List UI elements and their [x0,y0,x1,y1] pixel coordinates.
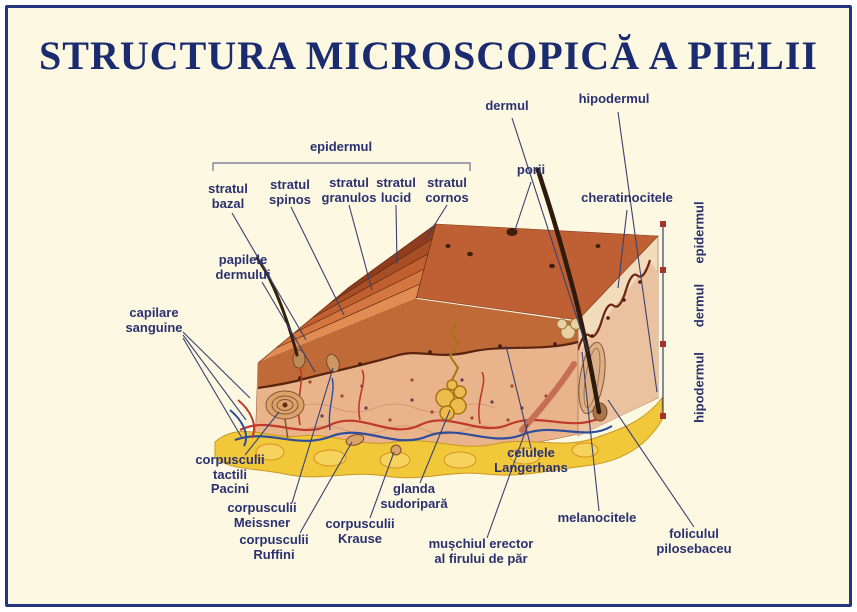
fat-lobules [255,442,599,469]
label-cheratinocitele: cheratinocitele [581,190,673,205]
leader-hipodermul [617,111,658,393]
epidermis-strata-steps [257,223,437,364]
label-glanda-sudoripara: glanda sudoripară [380,481,448,511]
label-papilele-dermului: papilele dermului [215,252,271,282]
basal-cell-dots [298,342,557,380]
meissner-corpuscle [326,353,340,373]
leader-stratul-lucid [395,204,398,265]
leader-capilare-1 [182,331,251,399]
label-stratul-granulos: stratul granulos [321,175,377,205]
scale-label-dermul: dermul [691,283,707,328]
leader-stratul-bazal [231,212,307,341]
leader-lines [182,111,695,539]
label-stratul-cornos: stratul cornos [425,175,469,205]
label-stratul-spinos: stratul spinos [269,177,311,207]
label-corpusculii-krause: corpusculii Krause [325,516,395,546]
label-capilare-sanguine: capilare sanguine [125,305,183,335]
scale-label-epidermul: epidermul [691,201,707,264]
depth-scale [660,221,666,419]
leader-langerhans [505,345,532,449]
label-stratul-lucid: stratul lucid [376,175,416,205]
leader-cheratinocitele [617,209,628,289]
leader-ruffini [299,441,353,534]
label-muschiul-erector: mușchiul erector al firului de păr [428,536,534,566]
leader-melanocitele [581,351,600,512]
leader-muschiul [486,423,529,539]
pacini-corpuscle [265,390,305,441]
leader-krause [369,451,395,519]
epidermul-bracket [212,162,471,171]
label-corpusculii-ruffini: corpusculii Ruffini [239,532,309,562]
hair-shaft [535,167,602,415]
label-corpusculii-tactili-pacini: corpusculii tactili Pacini [195,452,265,497]
label-corpusculii-meissner: corpusculii Meissner [227,500,297,530]
label-melanocitele: melanocitele [557,510,637,525]
erector-muscle [519,361,577,433]
leader-meissner [291,367,334,504]
label-celulele-langerhans: celulele Langerhans [494,445,568,475]
page-title: STRUCTURA MICROSCOPICĂ A PIELII [39,33,818,78]
leader-porii [514,181,532,231]
hair-follicle [535,167,608,422]
leader-stratul-spinos [290,206,345,316]
leader-papilele [261,281,316,373]
blood-vessels [229,367,613,447]
melanocyte-dots [590,280,642,338]
leader-capilare-3 [182,337,243,439]
leader-foliculul [607,399,695,528]
label-foliculul-pilosebaceu: foliculul pilosebaceu [656,526,732,556]
leader-stratul-granulos [348,204,373,291]
leader-capilare-2 [182,334,247,421]
sebaceous-gland [556,318,582,340]
leader-stratul-cornos [424,204,448,241]
leader-dermul [511,117,589,353]
ruffini-corpuscle [345,434,365,446]
label-hipodermul-top: hipodermul [578,91,650,106]
sweat-gland [435,321,467,421]
hypodermis-layer [214,396,663,479]
leader-pacini [244,411,280,456]
label-stratul-bazal: stratul bazal [208,181,248,211]
label-epidermul-group: epidermul [309,139,373,154]
pore-dots [445,228,601,269]
label-dermul: dermul [485,98,529,113]
krause-corpuscle [390,444,402,456]
leader-glanda [419,409,451,484]
label-porii: porii [516,162,546,177]
scale-label-hipodermul: hipodermul [691,352,707,423]
